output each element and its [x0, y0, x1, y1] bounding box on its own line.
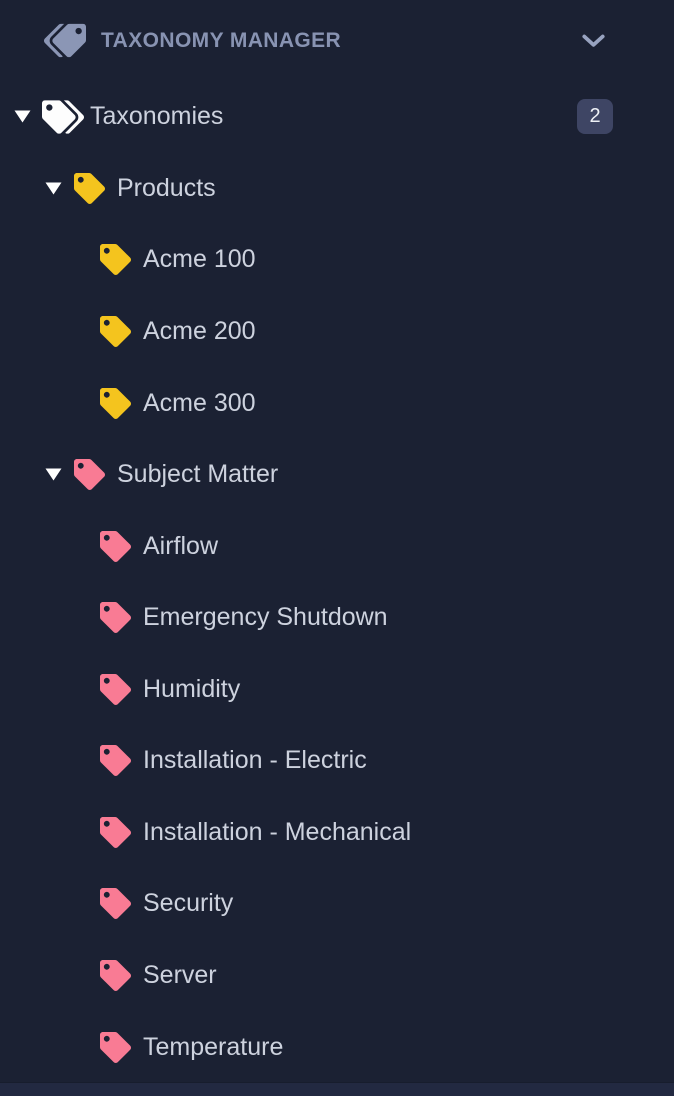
tag-icon: [100, 602, 131, 633]
tag-icon: [100, 960, 131, 991]
tree-item-server[interactable]: Server: [0, 940, 674, 1012]
tree-item-label: Taxonomies: [90, 102, 224, 131]
count-badge: 2: [577, 99, 613, 135]
tree-item-humidity[interactable]: Humidity: [0, 654, 674, 726]
tree-item-acme-300[interactable]: Acme 300: [0, 367, 674, 439]
tree-item-airflow[interactable]: Airflow: [0, 510, 674, 582]
tree-item-products[interactable]: Products: [0, 153, 674, 225]
tag-icon: [74, 459, 105, 490]
tree-item-taxonomies[interactable]: Taxonomies 2: [0, 81, 674, 153]
tag-icon: [100, 745, 131, 776]
tree-item-label: Acme 300: [143, 388, 256, 417]
tree-item-label: Installation - Mechanical: [143, 817, 412, 846]
tree-item-label: Acme 100: [143, 245, 256, 274]
tree-item-acme-200[interactable]: Acme 200: [0, 296, 674, 368]
tree-item-label: Acme 200: [143, 316, 256, 345]
tree-item-label: Emergency Shutdown: [143, 603, 388, 632]
caret-down-icon[interactable]: [45, 182, 62, 195]
tag-icon: [100, 388, 131, 419]
tree-item-label: Airflow: [143, 531, 219, 560]
tags-icon: [42, 100, 84, 134]
tag-icon: [100, 888, 131, 919]
tree-item-acme-100[interactable]: Acme 100: [0, 224, 674, 296]
tree-item-label: Humidity: [143, 674, 241, 703]
taxonomy-manager-header: TAXONOMY MANAGER: [0, 0, 674, 81]
tree-item-label: Temperature: [143, 1032, 284, 1061]
tree-item-label: Server: [143, 961, 217, 990]
tree-item-temperature[interactable]: Temperature: [0, 1011, 674, 1083]
tag-icon: [100, 817, 131, 848]
tag-icon: [100, 674, 131, 705]
tag-icon: [74, 173, 105, 204]
tag-icon: [100, 1032, 131, 1063]
tree-item-label: Installation - Electric: [143, 746, 367, 775]
panel-title: TAXONOMY MANAGER: [101, 28, 342, 52]
tag-icon: [100, 531, 131, 562]
bottom-panel-edge: [0, 1082, 674, 1096]
tree-item-installation-electric[interactable]: Installation - Electric: [0, 725, 674, 797]
tree-item-label: Security: [143, 889, 234, 918]
tree-item-installation-mechanical[interactable]: Installation - Mechanical: [0, 797, 674, 869]
caret-down-icon[interactable]: [14, 110, 31, 123]
tag-icon: [100, 316, 131, 347]
tree-item-label: Subject Matter: [117, 460, 279, 489]
caret-down-icon[interactable]: [45, 468, 62, 481]
tree-item-subject-matter[interactable]: Subject Matter: [0, 439, 674, 511]
tree-item-label: Products: [117, 173, 216, 202]
chevron-down-icon[interactable]: [582, 34, 605, 48]
tree-item-emergency-shutdown[interactable]: Emergency Shutdown: [0, 582, 674, 654]
tags-icon: [44, 23, 86, 58]
tag-icon: [100, 244, 131, 275]
tree-item-security[interactable]: Security: [0, 868, 674, 940]
